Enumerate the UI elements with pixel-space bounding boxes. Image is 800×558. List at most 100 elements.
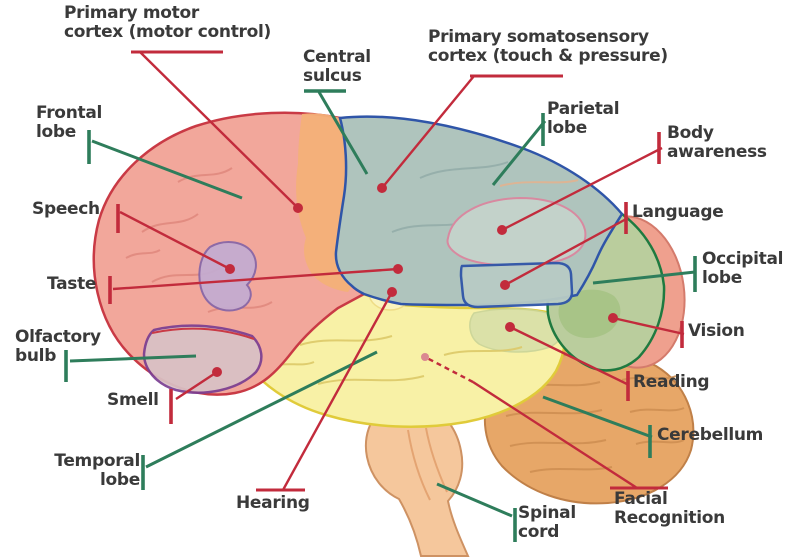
label-parietal-lobe-line1: Parietal bbox=[547, 99, 620, 119]
reading-dot bbox=[505, 322, 515, 332]
label-spinal-cord: Spinal cord bbox=[518, 504, 576, 542]
vision-annotation bbox=[608, 313, 685, 348]
label-temporal-lobe-line1: Temporal bbox=[54, 451, 140, 471]
olfactory-bulb-annotation bbox=[64, 350, 197, 382]
label-occipital-lobe-line1: Occipital bbox=[702, 249, 784, 269]
body-awareness-annotation bbox=[497, 132, 663, 235]
taste-leader-line bbox=[112, 267, 399, 291]
facial-recognition-leader-line bbox=[472, 380, 638, 490]
label-spinal-cord-line1: Spinal bbox=[518, 503, 576, 523]
label-facial-recognition: Facial Recognition bbox=[614, 490, 725, 528]
cerebellum-annotation bbox=[542, 395, 653, 458]
reading-annotation bbox=[505, 322, 630, 401]
spinal-cord-leader-line bbox=[436, 482, 513, 518]
label-body-awareness-line1: Body bbox=[667, 123, 714, 143]
reading-leader-line bbox=[509, 325, 630, 387]
language-annotation bbox=[500, 202, 629, 290]
temporal-lobe-leader-line bbox=[145, 350, 378, 469]
label-facial-recognition-line2: Recognition bbox=[614, 508, 725, 528]
parietal-lobe-region-group bbox=[334, 115, 624, 309]
spinal-cord-annotation bbox=[436, 482, 517, 542]
label-reading-line1: Reading bbox=[633, 372, 710, 392]
occipital-lobe-annotation bbox=[592, 256, 697, 292]
label-language: Language bbox=[632, 202, 724, 222]
label-somatosensory-cortex: Primary somatosensory cortex (touch & pr… bbox=[428, 28, 668, 66]
frontal-lobe-region-group bbox=[92, 111, 367, 396]
label-hearing: Hearing bbox=[236, 494, 310, 513]
parietal-sulci-orange bbox=[499, 179, 579, 187]
label-somatosensory-line2: cortex (touch & pressure) bbox=[428, 46, 668, 66]
parietal-lobe-leader-line bbox=[491, 120, 547, 186]
primary-motor-dot bbox=[293, 203, 303, 213]
broca-area-region bbox=[198, 241, 257, 312]
occipital-lobe-leader-line bbox=[592, 270, 696, 285]
facial-recognition-dashed-line bbox=[424, 355, 474, 384]
primary-visual-patch bbox=[558, 289, 621, 339]
motor-cortex-strip bbox=[296, 113, 352, 292]
frontal-lobe-annotation bbox=[87, 130, 243, 200]
label-body-awareness-line2: awareness bbox=[667, 142, 767, 162]
label-vision-line1: Vision bbox=[688, 321, 745, 341]
label-taste-line1: Taste bbox=[47, 274, 97, 294]
smell-annotation bbox=[169, 367, 222, 424]
label-smell: Smell bbox=[107, 391, 159, 410]
label-central-sulcus-line2: sulcus bbox=[303, 66, 362, 86]
label-speech-line1: Speech bbox=[32, 199, 100, 219]
orbital-olfactory-region bbox=[142, 324, 263, 394]
parietal-lobe-annotation bbox=[491, 113, 547, 186]
somatosensory-leader-line bbox=[381, 75, 475, 189]
label-olfactory-bulb-line1: Olfactory bbox=[15, 327, 101, 347]
cerebellum-leader-line bbox=[542, 395, 653, 439]
label-parietal-lobe-line2: lobe bbox=[547, 118, 588, 138]
label-language-line1: Language bbox=[632, 202, 724, 222]
body-awareness-leader-line bbox=[501, 146, 663, 232]
label-hearing-line1: Hearing bbox=[236, 493, 310, 513]
temporal-lobe-annotation bbox=[141, 350, 378, 490]
label-vision: Vision bbox=[688, 322, 745, 341]
label-central-sulcus: Central sulcus bbox=[303, 48, 371, 86]
label-olfactory-bulb-line2: bulb bbox=[15, 346, 57, 366]
temporal-sulci bbox=[267, 335, 523, 385]
primary-motor-leader-line bbox=[139, 51, 299, 209]
language-dot bbox=[500, 280, 510, 290]
label-cerebellum-line1: Cerebellum bbox=[657, 425, 764, 445]
label-frontal-lobe: Frontal lobe bbox=[36, 104, 102, 142]
somatosensory-dot bbox=[377, 183, 387, 193]
label-body-awareness: Body awareness bbox=[667, 124, 767, 162]
vision-dot bbox=[608, 313, 618, 323]
hearing-leader-line bbox=[281, 291, 394, 491]
label-occipital-lobe-line2: lobe bbox=[702, 268, 743, 288]
label-spinal-cord-line2: cord bbox=[518, 522, 560, 542]
label-primary-motor-line1: Primary motor bbox=[64, 3, 199, 23]
somatosensory-association-patch bbox=[446, 196, 587, 267]
speech-dot bbox=[225, 264, 235, 274]
facial-recognition-dot bbox=[421, 353, 429, 361]
speech-leader-line bbox=[119, 210, 231, 271]
somatosensory-annotation bbox=[377, 74, 563, 193]
label-cerebellum: Cerebellum bbox=[657, 426, 763, 445]
facial-recognition-annotation bbox=[421, 353, 668, 490]
label-frontal-lobe-line2: lobe bbox=[36, 122, 77, 142]
label-reading: Reading bbox=[633, 372, 710, 392]
body-awareness-dot bbox=[497, 225, 507, 235]
primary-motor-annotation bbox=[131, 50, 303, 213]
label-occipital-lobe: Occipital lobe bbox=[702, 250, 783, 288]
smell-leader-line bbox=[175, 370, 218, 401]
label-primary-motor-cortex: Primary motor cortex (motor control) bbox=[64, 4, 271, 42]
label-taste: Taste bbox=[47, 275, 96, 294]
olfactory-bulb-leader-line bbox=[69, 354, 197, 363]
label-speech: Speech bbox=[32, 200, 100, 219]
label-frontal-lobe-line1: Frontal bbox=[36, 103, 103, 123]
frontal-lobe-leader-line bbox=[91, 139, 243, 200]
taste-annotation bbox=[108, 264, 403, 304]
taste-dot bbox=[393, 264, 403, 274]
label-central-sulcus-line1: Central bbox=[303, 47, 371, 67]
label-somatosensory-line1: Primary somatosensory bbox=[428, 27, 649, 47]
label-temporal-lobe-line2: lobe bbox=[99, 470, 140, 490]
hearing-annotation bbox=[256, 287, 397, 492]
language-leader-line bbox=[504, 216, 629, 287]
wernicke-area-region bbox=[459, 261, 574, 309]
label-olfactory-bulb: Olfactory bulb bbox=[15, 328, 101, 366]
